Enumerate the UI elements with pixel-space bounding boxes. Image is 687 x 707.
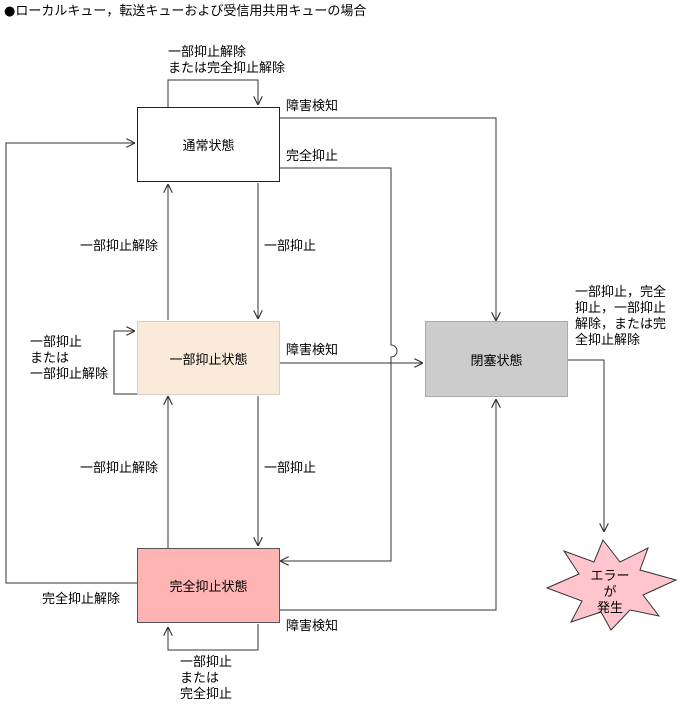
normal-to-full-arrow <box>280 167 398 561</box>
state-full: 完全抑止状態 <box>137 548 280 623</box>
label-full-self: 一部抑止 または 完全抑止 <box>180 655 233 702</box>
state-blocked-label: 閉塞状態 <box>470 353 523 369</box>
label-normal-full: 完全抑止 <box>286 149 339 164</box>
partial-self-loop-arrow <box>113 331 137 395</box>
label-full-fault: 障害検知 <box>286 619 339 634</box>
state-normal-label: 通常状態 <box>182 139 235 154</box>
state-blocked: 閉塞状態 <box>425 321 568 397</box>
label-full-to-partial: 一部抑止解除 <box>80 461 159 476</box>
label-blocked-any: 一部抑止，完全 抑止，一部抑止 解除，または完 全抑止解除 <box>575 285 667 348</box>
label-normal-to-partial: 一部抑止 <box>264 239 317 254</box>
normal-self-loop-arrow <box>167 79 258 107</box>
full-self-loop-arrow <box>168 624 259 651</box>
state-full-label: 完全抑止状態 <box>169 580 248 595</box>
label-partial-to-full: 一部抑止 <box>264 461 317 476</box>
label-normal-self: 一部抑止解除 または完全抑止解除 <box>168 45 286 76</box>
error-burst-shape <box>545 539 678 631</box>
full-fault-arrow <box>280 399 496 611</box>
blocked-to-error-arrow <box>568 359 604 532</box>
label-full-release: 完全抑止解除 <box>42 592 121 607</box>
full-to-normal-arrow <box>5 143 137 584</box>
label-partial-self: 一部抑止 または 一部抑止解除 <box>30 335 109 382</box>
state-partial-label: 一部抑止状態 <box>169 352 248 368</box>
state-partial: 一部抑止状態 <box>137 321 280 395</box>
state-normal: 通常状態 <box>137 107 280 182</box>
state-error-label: エラーが 発生 <box>590 569 630 616</box>
label-partial-to-normal: 一部抑止解除 <box>80 239 159 254</box>
normal-fault-arrow <box>280 117 496 321</box>
label-partial-fault: 障害検知 <box>286 343 339 358</box>
diagram-title: ●ローカルキュー，転送キューおよび受信用共用キューの場合 <box>4 4 367 19</box>
label-normal-fault: 障害検知 <box>286 99 339 114</box>
